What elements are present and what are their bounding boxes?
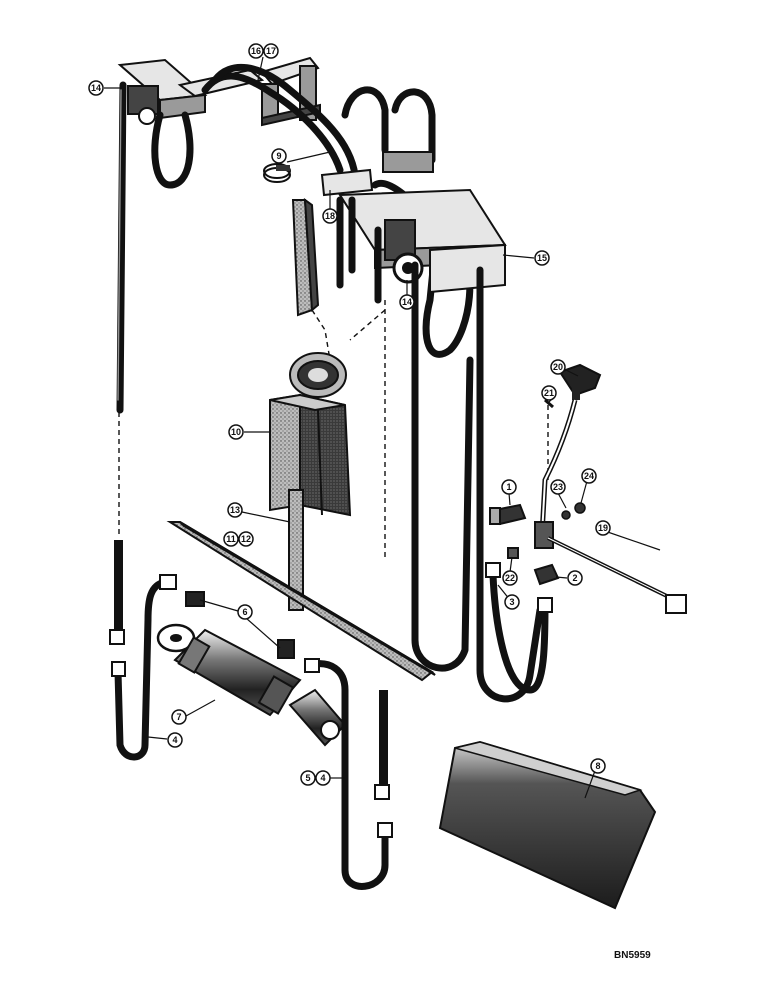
- callout-10: 10: [228, 424, 244, 440]
- callout-label: 6: [242, 607, 247, 617]
- callout-label: 11: [226, 534, 236, 544]
- callout-6: 6: [237, 604, 253, 620]
- callout-label: 8: [595, 761, 600, 771]
- right-long-hoses: [336, 196, 544, 703]
- callout-label: 13: [230, 505, 240, 515]
- callout-label: 16: [251, 46, 261, 56]
- callout-label: 15: [537, 253, 547, 263]
- callout-label: 4: [320, 773, 325, 783]
- callout-label: 12: [241, 534, 251, 544]
- cylinder-hoses: [111, 562, 553, 890]
- hydraulic-cylinder: [156, 623, 347, 747]
- callout-19: 19: [595, 520, 611, 536]
- hose-clamp: [263, 163, 291, 183]
- callout-21: 21: [541, 385, 557, 401]
- support-post: [288, 489, 304, 611]
- right-threaded-rod: [374, 690, 390, 800]
- callout-7: 7: [171, 709, 187, 725]
- mounting-bar: [166, 521, 436, 682]
- callout-label: 5: [305, 773, 310, 783]
- small-hardware: [489, 502, 586, 586]
- callout-label: 22: [505, 573, 515, 583]
- callout-label: 9: [276, 151, 281, 161]
- callout-16: 16: [248, 43, 264, 59]
- callout-label: 3: [509, 597, 514, 607]
- callout-label: 14: [402, 297, 412, 307]
- callout-label: 14: [91, 83, 101, 93]
- callout-23: 23: [550, 479, 566, 495]
- callout-label: 4: [172, 735, 177, 745]
- callout-4-left: 4: [167, 732, 183, 748]
- callout-4-right: 4: [315, 770, 331, 786]
- callout-24: 24: [581, 468, 597, 484]
- callout-label: 23: [553, 482, 563, 492]
- callout-3: 3: [504, 594, 520, 610]
- callout-11: 11: [223, 531, 239, 547]
- callout-2: 2: [567, 570, 583, 586]
- callout-14-left: 14: [88, 80, 104, 96]
- callout-20: 20: [550, 359, 566, 375]
- callout-1: 1: [501, 479, 517, 495]
- callout-label: 1: [506, 482, 511, 492]
- valve-block: [269, 352, 352, 517]
- drawing-code: BN5959: [614, 950, 651, 961]
- channel-guide: [291, 197, 320, 317]
- callout-13: 13: [227, 502, 243, 518]
- callout-label: 18: [325, 211, 335, 221]
- callout-label: 10: [231, 427, 241, 437]
- callout-22: 22: [502, 570, 518, 586]
- callout-label: 24: [584, 471, 594, 481]
- callout-14-right: 14: [399, 294, 415, 310]
- callout-15: 15: [534, 250, 550, 266]
- callout-5: 5: [300, 770, 316, 786]
- left-hose: [109, 81, 194, 645]
- callout-18: 18: [322, 208, 338, 224]
- cover-shield: [438, 740, 657, 910]
- callout-9: 9: [271, 148, 287, 164]
- callout-label: 19: [598, 523, 608, 533]
- connection-line: [349, 309, 386, 341]
- callout-label: 17: [266, 46, 276, 56]
- callout-8: 8: [590, 758, 606, 774]
- callout-12: 12: [238, 531, 254, 547]
- callout-label: 21: [544, 388, 554, 398]
- callout-17: 17: [263, 43, 279, 59]
- callout-label: 20: [553, 362, 563, 372]
- callout-label: 2: [572, 573, 577, 583]
- callout-label: 7: [176, 712, 181, 722]
- coupling-fittings: [185, 591, 295, 659]
